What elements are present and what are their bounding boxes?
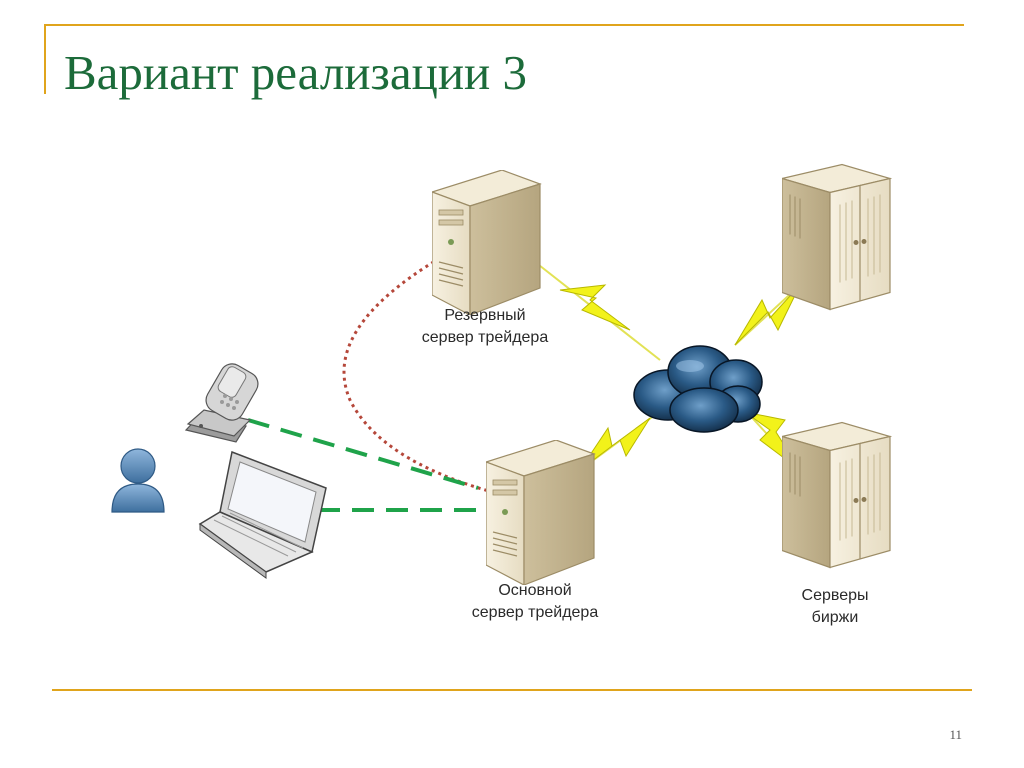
backup-server-label-line2: сервер трейдера [421,329,549,346]
exchange-server-top-icon[interactable] [782,163,891,311]
backup-server-label: Резервный сервер трейдера [390,305,580,349]
cloud-icon [633,345,763,433]
backup-link [342,256,493,494]
main-server-label: Основной сервер трейдера [440,580,630,624]
backup-server-icon[interactable] [432,170,541,315]
main-server-icon[interactable] [486,440,595,585]
backup-server-label-line1: Резервный [444,307,526,324]
main-server-label-line1: Основной [498,582,572,599]
title-frame-top [44,24,964,26]
title-frame-left [44,24,46,94]
page-number: 11 [949,727,962,742]
exchange-servers-label-line1: Серверы [801,587,869,604]
exchange-server-bottom-icon[interactable] [782,421,891,569]
mobile-phone-icon[interactable] [184,359,262,443]
laptop-icon[interactable] [198,450,327,579]
user-icon [111,448,165,513]
footer-line [52,689,972,691]
phone-link [247,418,479,490]
exchange-servers-label: Серверы биржи [770,585,900,629]
exchange-servers-label-line2: биржи [811,609,859,626]
lightning-icon [529,257,661,361]
main-server-label-line2: сервер трейдера [471,604,599,621]
slide-title: Вариант реализации 3 [64,45,528,100]
